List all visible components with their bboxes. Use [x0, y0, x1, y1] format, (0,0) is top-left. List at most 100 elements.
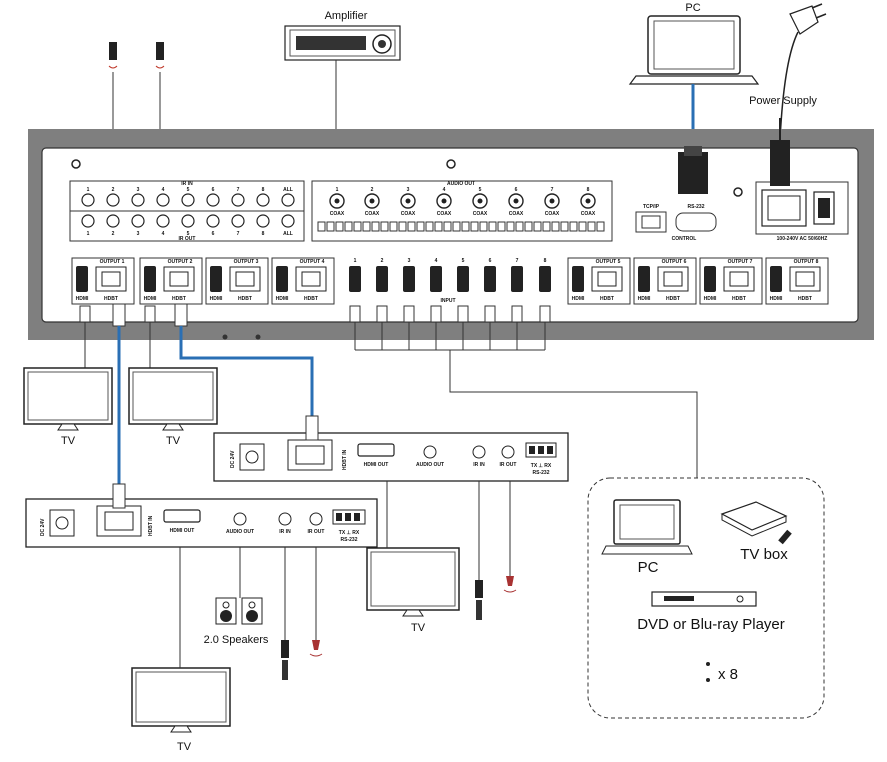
ir-in-title: IR IN — [181, 181, 193, 187]
audio-terminal — [443, 221, 452, 232]
ir-out-num-3: 3 — [137, 231, 140, 237]
output-hdmi-label-1: HDMI — [76, 296, 89, 302]
tv-3-stand — [402, 609, 424, 617]
input-plug-8 — [539, 305, 551, 323]
input-num-1: 1 — [354, 258, 357, 264]
input-plug-1 — [349, 305, 361, 323]
output-hdmi-label-6: HDMI — [638, 296, 651, 302]
power-plug: Power Supply — [749, 3, 827, 141]
ir-out-num-4: 4 — [162, 231, 165, 237]
input-plug-2 — [376, 305, 388, 323]
ir-out-jack-6 — [206, 214, 220, 228]
ir-out-jack-2 — [106, 214, 120, 228]
ir-out-num-9: ALL — [283, 231, 293, 237]
output-hdmi-port-5 — [572, 266, 584, 292]
coax-pin-4 — [441, 198, 447, 204]
output-hdmi-label-8: HDMI — [770, 296, 783, 302]
ir-in-jack-6 — [206, 193, 220, 207]
audio-terminal — [326, 221, 335, 232]
rx-b-audio-out: AUDIO OUT — [226, 529, 254, 535]
output-hdmi-label-2: HDMI — [144, 296, 157, 302]
ir-in-jack-4 — [156, 193, 170, 207]
ir-in-jack-3 — [131, 193, 145, 207]
audio-terminal — [470, 221, 479, 232]
times-8-label: x 8 — [718, 666, 738, 683]
audio-terminal — [587, 221, 596, 232]
output-hdmi-label-4: HDMI — [276, 296, 289, 302]
ir-out-jack-5 — [181, 214, 195, 228]
ir-out-num-2: 2 — [112, 231, 115, 237]
audio-out-title: AUDIO OUT — [447, 181, 475, 187]
ir-in-num-9: ALL — [283, 187, 293, 193]
ir-in-num-2: 2 — [112, 187, 115, 193]
rs232-label: RS-232 — [688, 204, 705, 210]
audio-terminal — [515, 221, 524, 232]
output-hdbt-inner-4 — [301, 271, 321, 287]
rx-b-hdmi-out: HDMI OUT — [170, 528, 195, 534]
coax-label-6: COAX — [509, 211, 524, 217]
rx-a-audio-out: AUDIO OUT — [416, 462, 444, 468]
output-hdbt-label-1: HDBT — [104, 296, 118, 302]
ir-in-jack-9 — [281, 193, 295, 207]
coax-pin-5 — [477, 198, 483, 204]
rx-a-ir-in: IR IN — [473, 462, 485, 468]
audio-terminal — [362, 221, 371, 232]
output-hdmi-port-8 — [770, 266, 782, 292]
output-hdbt-inner-7 — [729, 271, 749, 287]
power-rating-label: 100-240V AC 50/60HZ — [777, 236, 828, 242]
coax-label-2: COAX — [365, 211, 380, 217]
ir-in-num-5: 5 — [187, 187, 190, 193]
tv-2-label: TV — [166, 435, 181, 447]
output-hdbt-inner-6 — [663, 271, 683, 287]
rx-b-ir-in: IR IN — [279, 529, 291, 535]
ir-in-jack-1 — [81, 193, 95, 207]
output-label-4: OUTPUT 4 — [300, 259, 325, 265]
tv-3-label: TV — [411, 622, 426, 634]
audio-terminal — [497, 221, 506, 232]
ir-out-jack-7 — [231, 214, 245, 228]
output-label-8: OUTPUT 8 — [794, 259, 819, 265]
audio-terminal — [569, 221, 578, 232]
input-num-8: 8 — [544, 258, 547, 264]
audio-terminal — [452, 221, 461, 232]
input-hdmi-port-2 — [376, 266, 388, 292]
audio-terminal — [416, 221, 425, 232]
ir-out-num-6: 6 — [212, 231, 215, 237]
tv-3-screen — [370, 551, 456, 607]
output-hdmi-label-5: HDMI — [572, 296, 585, 302]
audio-num-4: 4 — [443, 187, 446, 193]
rx-a-hdmi-out: HDMI OUT — [364, 462, 389, 468]
output-label-7: OUTPUT 7 — [728, 259, 753, 265]
audio-terminal — [461, 221, 470, 232]
input-bus — [355, 349, 698, 478]
ir-out-jack-1 — [81, 214, 95, 228]
audio-terminal — [380, 221, 389, 232]
audio-num-8: 8 — [587, 187, 590, 193]
coax-pin-8 — [585, 198, 591, 204]
coax-label-1: COAX — [330, 211, 345, 217]
coax-label-3: COAX — [401, 211, 416, 217]
input-hdmi-port-4 — [430, 266, 442, 292]
tv-1-screen — [27, 371, 109, 421]
output-hdbt-label-3: HDBT — [238, 296, 252, 302]
coax-label-5: COAX — [473, 211, 488, 217]
tv-box-label: TV box — [740, 546, 788, 563]
ir-in-num-4: 4 — [162, 187, 165, 193]
input-hdmi-port-5 — [457, 266, 469, 292]
rx-a-txrx: TX ⊥ RX — [531, 463, 552, 469]
coax-label-8: COAX — [581, 211, 596, 217]
tv-4-label: TV — [177, 741, 192, 753]
output-hdbt-label-8: HDBT — [798, 296, 812, 302]
input-num-6: 6 — [489, 258, 492, 264]
input-hdmi-port-8 — [539, 266, 551, 292]
audio-terminal — [506, 221, 515, 232]
rx-b-dc-label: DC 24V — [40, 518, 46, 536]
coax-label-4: COAX — [437, 211, 452, 217]
ir-out-num-1: 1 — [87, 231, 90, 237]
input-plug-3 — [403, 305, 415, 323]
amplifier-device: Amplifier — [284, 10, 401, 61]
output-hdbt-label-5: HDBT — [600, 296, 614, 302]
output-hdbt-label-7: HDBT — [732, 296, 746, 302]
audio-terminal — [560, 221, 569, 232]
input-plug-5 — [457, 305, 469, 323]
